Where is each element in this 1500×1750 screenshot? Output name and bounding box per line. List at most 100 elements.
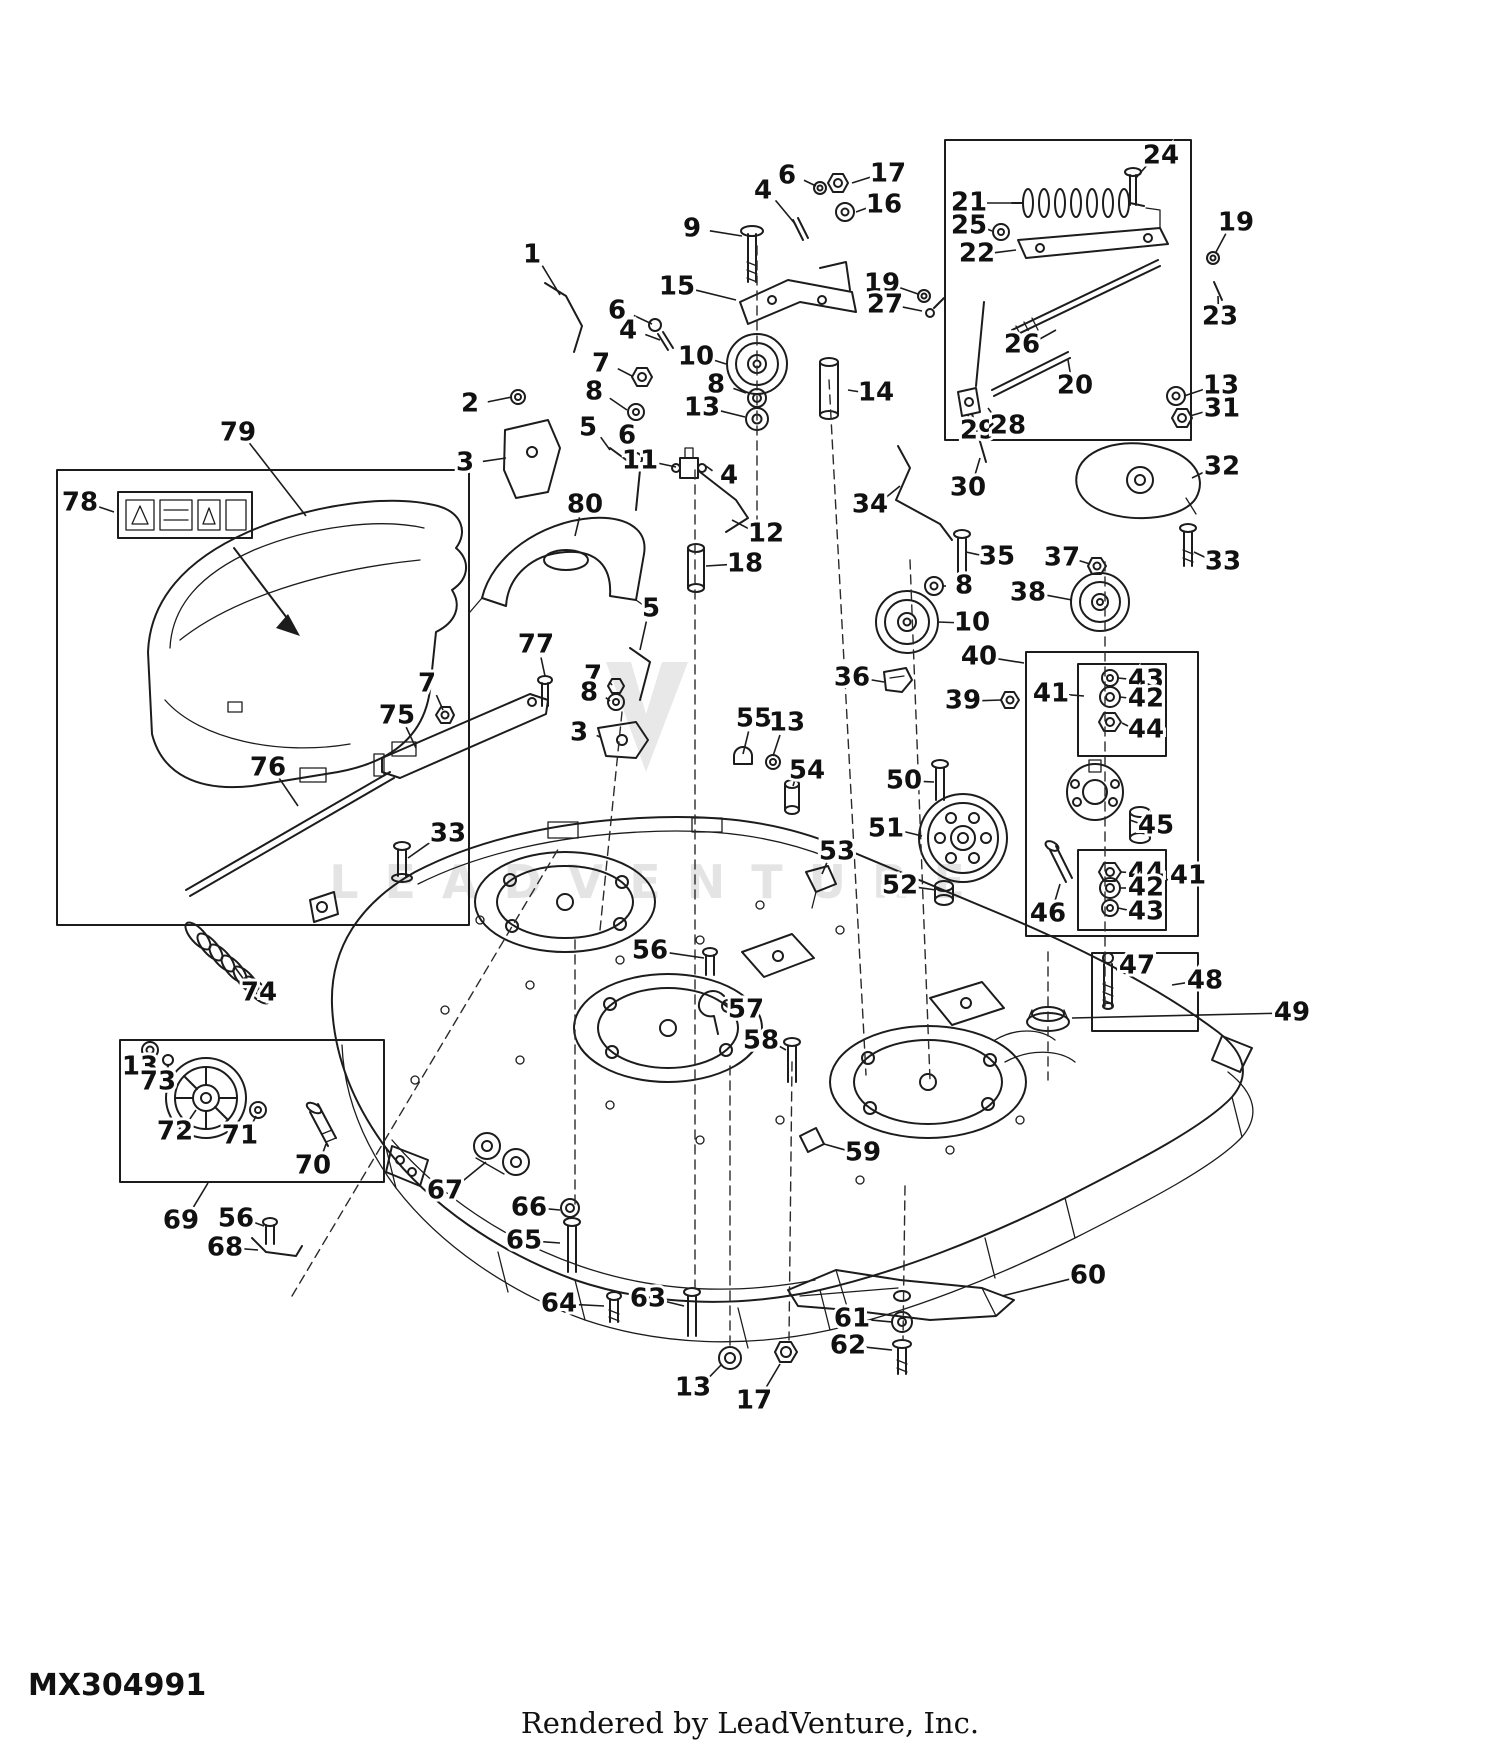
part-callout-61-51: 61 — [834, 1304, 870, 1334]
leader-line-13-59 — [772, 734, 781, 757]
washer-2 — [510, 389, 526, 405]
renderer-credit: Rendered by LeadVenture, Inc. — [520, 1706, 980, 1740]
anchor-bracket-22 — [1017, 207, 1169, 259]
bushing-52 — [934, 880, 954, 906]
spacer-54 — [784, 779, 800, 815]
leader-line-78-26 — [97, 505, 115, 513]
part-callout-7-11: 7 — [592, 349, 610, 379]
washer-8d — [924, 576, 944, 596]
leader-line-71-39 — [250, 1115, 257, 1127]
rod-68 — [251, 1237, 303, 1257]
part-callout-24-90: 24 — [1143, 141, 1179, 171]
part-callout-8-14: 8 — [585, 377, 603, 407]
leader-line-33-103 — [1193, 551, 1207, 559]
clip-59 — [799, 1127, 825, 1153]
washer-6b — [648, 318, 662, 332]
part-callout-49-86: 49 — [1274, 998, 1310, 1028]
bolt-77 — [537, 675, 553, 707]
part-callout-63-48: 63 — [630, 1284, 666, 1314]
part-callout-40-72: 40 — [961, 642, 997, 672]
leader-line-65-46 — [541, 1240, 561, 1244]
flange-nut-13e — [718, 1346, 742, 1370]
part-callout-13-100: 13 — [1203, 371, 1239, 401]
part-callout-3-32: 3 — [570, 718, 588, 748]
part-callout-41-83: 41 — [1170, 861, 1206, 891]
idler-bracket-15 — [739, 261, 857, 325]
part-callout-13-59: 13 — [769, 708, 805, 738]
spring-21 — [1011, 188, 1145, 218]
leader-line-38-71 — [1045, 594, 1073, 601]
channel-bracket-75 — [373, 693, 549, 779]
leader-line-6-18 — [633, 447, 637, 457]
part-callout-44-80: 44 — [1128, 858, 1164, 888]
leader-line-10-69 — [937, 621, 955, 624]
part-callout-37-70: 37 — [1044, 543, 1080, 573]
leader-line-19-93 — [899, 286, 919, 295]
leader-line-24-90 — [1135, 164, 1149, 179]
bolt-50 — [931, 759, 949, 801]
nut-7b — [435, 706, 455, 724]
bolt-64 — [606, 1291, 622, 1323]
part-callout-78-26: 78 — [62, 488, 98, 518]
leader-line-14-16 — [847, 389, 859, 393]
mower-deck-shell — [309, 816, 1254, 1349]
part-callout-51-63: 51 — [868, 814, 904, 844]
part-callout-6-18: 6 — [618, 421, 636, 451]
leader-line-43-82 — [1117, 907, 1129, 911]
leader-line-66-45 — [546, 1208, 561, 1211]
clip-36 — [883, 667, 913, 693]
washer-6a — [813, 181, 827, 195]
part-callout-77-27: 77 — [518, 630, 554, 660]
leader-line-49-86 — [1071, 1012, 1275, 1019]
idler-arm-32 — [1075, 442, 1201, 520]
bolt-65 — [563, 1217, 581, 1273]
leader-line-52-62 — [917, 886, 937, 891]
leader-line-16-7 — [855, 207, 867, 213]
bracket-53 — [805, 865, 837, 909]
leader-line-62-52 — [865, 1346, 893, 1351]
nut-39 — [1000, 691, 1020, 709]
part-callout-10-69: 10 — [954, 608, 990, 638]
lift-rod-26 — [991, 259, 1161, 397]
bracket-3 — [503, 419, 561, 499]
part-callout-19-93: 19 — [864, 269, 900, 299]
frame-lift-link-detail — [944, 139, 1192, 441]
leader-line-55-58 — [742, 731, 750, 755]
leader-line-76-33 — [278, 777, 299, 807]
leader-line-41-74 — [1068, 693, 1085, 697]
part-callout-10-12: 10 — [678, 342, 714, 372]
leader-line-13-15 — [719, 409, 746, 418]
part-callout-31-101: 31 — [1204, 394, 1240, 424]
part-callout-53-61: 53 — [819, 837, 855, 867]
part-callout-20-96: 20 — [1057, 371, 1093, 401]
part-callout-72-38: 72 — [157, 1117, 193, 1147]
part-callout-80-23: 80 — [567, 490, 603, 520]
part-callout-9-3: 9 — [683, 214, 701, 244]
part-callout-52-62: 52 — [882, 871, 918, 901]
leader-line-77-27 — [540, 657, 546, 677]
nut-17a — [827, 173, 849, 193]
part-callout-76-33: 76 — [250, 753, 286, 783]
frame-spindle-detail — [1025, 651, 1199, 937]
leader-line-4-10 — [645, 333, 661, 341]
part-callout-54-60: 54 — [789, 756, 825, 786]
nut-17b — [774, 1341, 798, 1363]
leader-line-36-65 — [869, 678, 885, 683]
leader-line-68-43 — [242, 1247, 259, 1251]
leader-line-7-30 — [435, 694, 444, 711]
part-callout-22-89: 22 — [959, 239, 995, 269]
part-callout-4-4: 4 — [754, 176, 772, 206]
front-draft-rod — [544, 282, 583, 353]
bolt-46 — [1044, 840, 1073, 883]
leader-line-40-72 — [996, 657, 1025, 664]
idler-pulley-10b — [875, 590, 939, 654]
part-callout-58-55: 58 — [743, 1026, 779, 1056]
part-callout-41-74: 41 — [1033, 679, 1069, 709]
leader-line-59-54 — [823, 1143, 846, 1151]
part-callout-17-50: 17 — [736, 1386, 772, 1416]
part-callout-68-43: 68 — [207, 1233, 243, 1263]
part-callout-8-13: 8 — [707, 370, 725, 400]
leader-line-7-28 — [608, 681, 613, 686]
part-callout-11-19: 11 — [622, 446, 658, 476]
leader-line-4-20 — [705, 465, 713, 472]
